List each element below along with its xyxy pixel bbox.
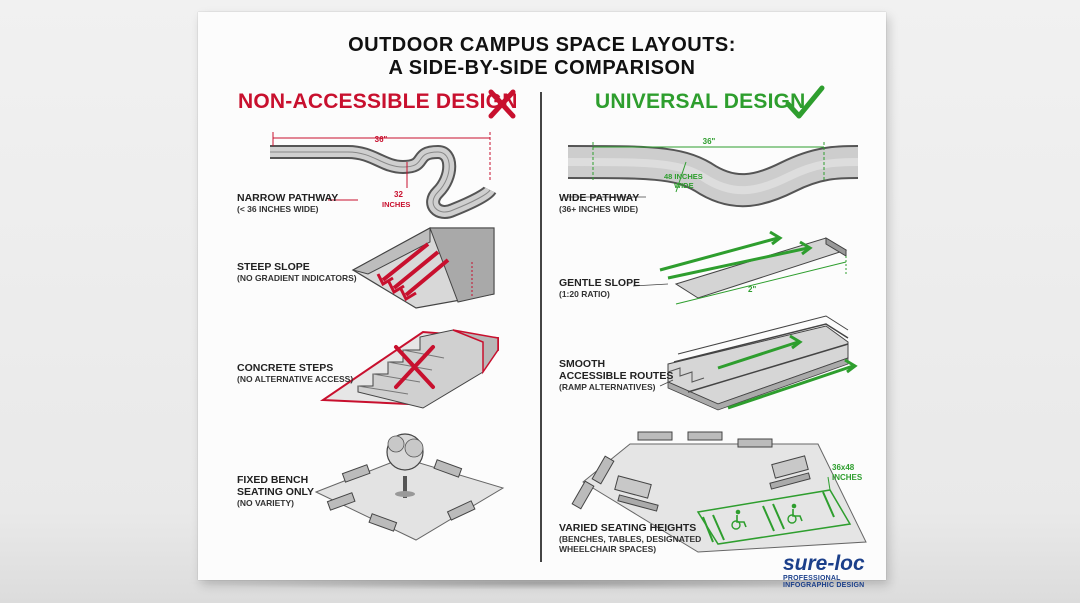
illustrations: 36" 32 INCHES [270, 85, 867, 553]
wide-pathway-label: WIDE PATHWAY (36+ INCHES WIDE) [559, 192, 639, 214]
brand-logo: sure-loc [783, 552, 865, 575]
concrete-steps-label: CONCRETE STEPS (NO ALTERNATIVE ACCESS) [237, 362, 353, 384]
gentle-slope-title: GENTLE SLOPE [559, 277, 641, 289]
concrete-steps-note: (NO ALTERNATIVE ACCESS) [237, 374, 354, 384]
gentle-slope-note: (1:20 RATIO) [559, 289, 610, 299]
narrow-dim-value: 32 [394, 190, 403, 199]
ramp-route-note: (RAMP ALTERNATIVES) [559, 382, 656, 392]
space-dim-line-2: INCHES [832, 473, 863, 482]
title-line-1: OUTDOOR CAMPUS SPACE LAYOUTS: [348, 34, 736, 56]
wheelchair-icon [731, 509, 747, 530]
x-mark-icon [488, 89, 516, 119]
column-divider [540, 92, 542, 562]
gentle-slope-illustration [632, 230, 848, 305]
infographic-poster: OUTDOOR CAMPUS SPACE LAYOUTS: A SIDE-BY-… [198, 12, 886, 589]
fixed-bench-label: FIXED BENCH SEATING ONLY (NO VARIETY) [237, 474, 314, 508]
non-accessible-heading-text: NON-ACCESSIBLE DESIGN [238, 90, 518, 113]
slope-dim: 2" [748, 285, 756, 294]
fixed-bench-title-2: SEATING ONLY [237, 486, 315, 498]
steep-slope-illustration [351, 227, 495, 309]
wide-dim-line-2: WIDE [674, 181, 694, 190]
universal-heading: UNIVERSAL DESIGN [595, 90, 806, 114]
wheelchair-icon [787, 503, 803, 524]
narrow-pathway-label: NARROW PATHWAY (< 36 INCHES WIDE) [237, 192, 338, 214]
check-mark-icon [785, 85, 825, 119]
varied-seating-note: (BENCHES, TABLES, DESIGNATED [559, 534, 702, 544]
wide-width-dim: 36" [703, 137, 716, 146]
brand-tagline: PROFESSIONAL INFOGRAPHIC DESIGN [783, 575, 865, 589]
steep-slope-label: STEEP SLOPE (NO GRADIENT INDICATORS) [237, 261, 357, 283]
narrow-width-dim: 36" [375, 135, 388, 144]
concrete-steps-illustration [319, 329, 499, 409]
title-line-2: A SIDE-BY-SIDE COMPARISON [388, 57, 696, 79]
fixed-bench-title: FIXED BENCH [237, 474, 309, 486]
concrete-steps-title: CONCRETE STEPS [237, 362, 334, 374]
ramp-route-illustration [659, 315, 858, 411]
wide-dim-line-1: 48 INCHES [664, 172, 703, 181]
gentle-slope-label: GENTLE SLOPE (1:20 RATIO) [559, 277, 640, 299]
varied-seating-illustration [571, 431, 867, 553]
varied-seating-label: VARIED SEATING HEIGHTS (BENCHES, TABLES,… [559, 522, 701, 554]
ramp-route-title: SMOOTH [559, 358, 606, 370]
space-dim-line-1: 36x48 [832, 463, 855, 472]
steep-slope-title: STEEP SLOPE [237, 261, 310, 273]
wide-pathway-note: (36+ INCHES WIDE) [559, 204, 639, 214]
ramp-route-label: SMOOTH ACCESSIBLE ROUTES (RAMP ALTERNATI… [559, 358, 673, 392]
fixed-bench-note: (NO VARIETY) [237, 498, 294, 508]
wide-pathway-illustration [567, 142, 859, 208]
varied-seating-title: VARIED SEATING HEIGHTS [559, 522, 697, 534]
narrow-pathway-illustration [270, 132, 497, 219]
wide-pathway-title: WIDE PATHWAY [559, 192, 640, 204]
narrow-pathway-title: NARROW PATHWAY [237, 192, 339, 204]
ramp-route-title-2: ACCESSIBLE ROUTES [559, 370, 674, 382]
fixed-bench-illustration [314, 433, 505, 541]
narrow-dim-unit: INCHES [382, 200, 410, 209]
universal-heading-text: UNIVERSAL DESIGN [595, 90, 806, 113]
varied-seating-note-2: WHEELCHAIR SPACES) [559, 544, 657, 554]
steep-slope-note: (NO GRADIENT INDICATORS) [237, 273, 357, 283]
non-accessible-heading: NON-ACCESSIBLE DESIGN [238, 90, 518, 114]
narrow-pathway-note: (< 36 INCHES WIDE) [237, 204, 319, 214]
